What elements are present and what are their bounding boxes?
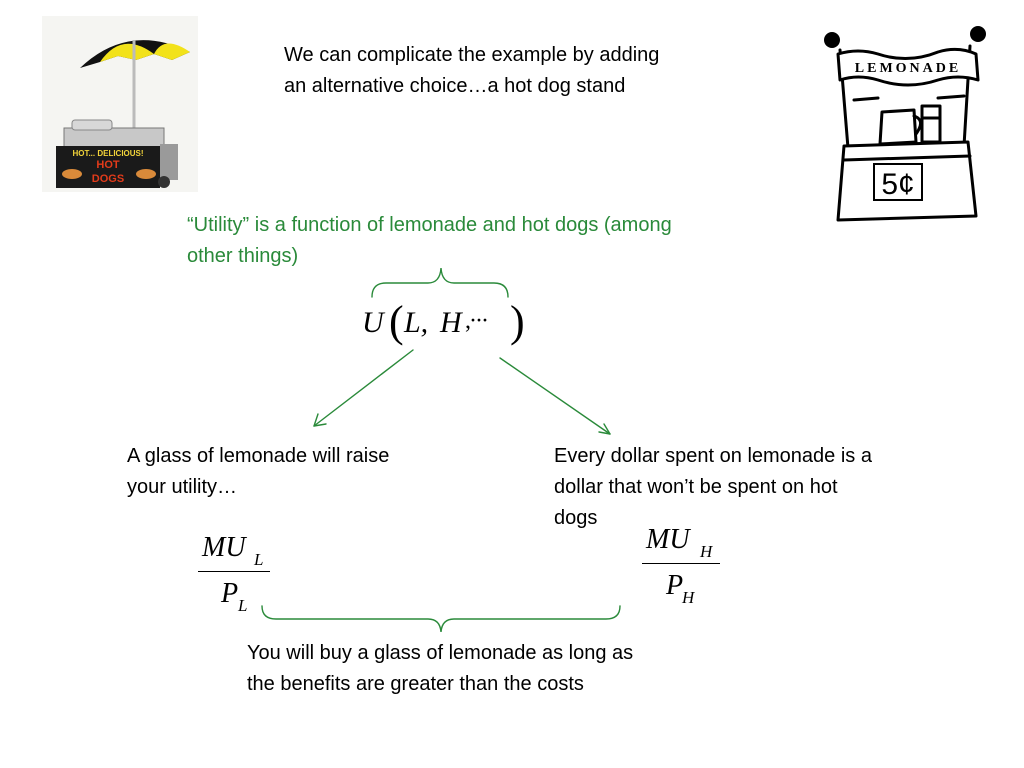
top-brace — [371, 267, 509, 298]
mu-h-numer-sub: H — [700, 542, 713, 561]
bottom-brace — [261, 605, 621, 633]
utility-formula: U ( L, H ,··· ) — [362, 297, 542, 350]
lemonade-stand-illustration: LEMONADE 5¢ — [824, 26, 986, 222]
hotdog-cart-illustration: HOT... DELICIOUS! HOT DOGS — [56, 40, 190, 188]
formula-arg-l: L, — [404, 306, 429, 339]
left-explanation: A glass of lemonade will raise your util… — [127, 441, 467, 503]
utility-line-1: “Utility” is a function of lemonade and … — [187, 214, 672, 236]
intro-text: We can complicate the example by adding … — [284, 40, 784, 102]
utility-line-2: other things) — [187, 245, 299, 267]
cart-sign-line2: HOT — [96, 159, 120, 171]
conclusion-line-2: the benefits are greater than the costs — [247, 673, 584, 695]
mu-l-denom-sub: L — [238, 596, 248, 615]
fraction-mu-h: MU H P H — [640, 524, 724, 614]
utility-description: “Utility” is a function of lemonade and … — [187, 210, 807, 272]
right-line-2: dollar that won’t be spent on hot — [554, 476, 838, 498]
mu-h-denom: P — [666, 570, 684, 601]
mu-l-numer: MU — [202, 532, 246, 563]
formula-arg-h: H — [440, 306, 462, 339]
mu-h-numer: MU — [646, 524, 690, 555]
right-line-3: dogs — [554, 507, 598, 529]
mu-h-denom-sub: H — [682, 588, 695, 607]
mu-l-fraction-bar — [198, 571, 270, 572]
left-line-1: A glass of lemonade will raise — [127, 445, 390, 467]
right-explanation: Every dollar spent on lemonade is a doll… — [554, 441, 954, 534]
formula-func: U — [362, 306, 384, 339]
formula-close-paren: ) — [510, 297, 525, 346]
mu-h-fraction-bar — [642, 563, 720, 564]
right-arrow — [499, 357, 611, 435]
umbrella-icon — [80, 40, 190, 128]
intro-line-2: an alternative choice…a hot dog stand — [284, 75, 626, 97]
left-arrow — [313, 349, 414, 427]
conclusion-line-1: You will buy a glass of lemonade as long… — [247, 642, 634, 664]
mu-l-numer-sub: L — [254, 550, 264, 569]
stand-banner-text: LEMONADE — [855, 61, 961, 76]
hotdog-cart-image: HOT... DELICIOUS! HOT DOGS — [42, 16, 198, 192]
formula-rest: ,··· — [465, 308, 489, 334]
fraction-mu-l: MU L P L — [196, 532, 276, 622]
formula-open-paren: ( — [389, 297, 404, 346]
intro-line-1: We can complicate the example by adding — [284, 44, 660, 66]
cart-sign-line3: DOGS — [92, 173, 124, 185]
stand-price-text: 5¢ — [881, 168, 914, 201]
mu-l-denom: P — [221, 578, 239, 609]
conclusion-text: You will buy a glass of lemonade as long… — [247, 638, 767, 700]
right-line-1: Every dollar spent on lemonade is a — [554, 445, 872, 467]
cart-sign-line1: HOT... DELICIOUS! — [72, 149, 143, 158]
lemonade-stand-image: LEMONADE 5¢ — [818, 20, 994, 222]
left-line-2: your utility… — [127, 476, 238, 498]
